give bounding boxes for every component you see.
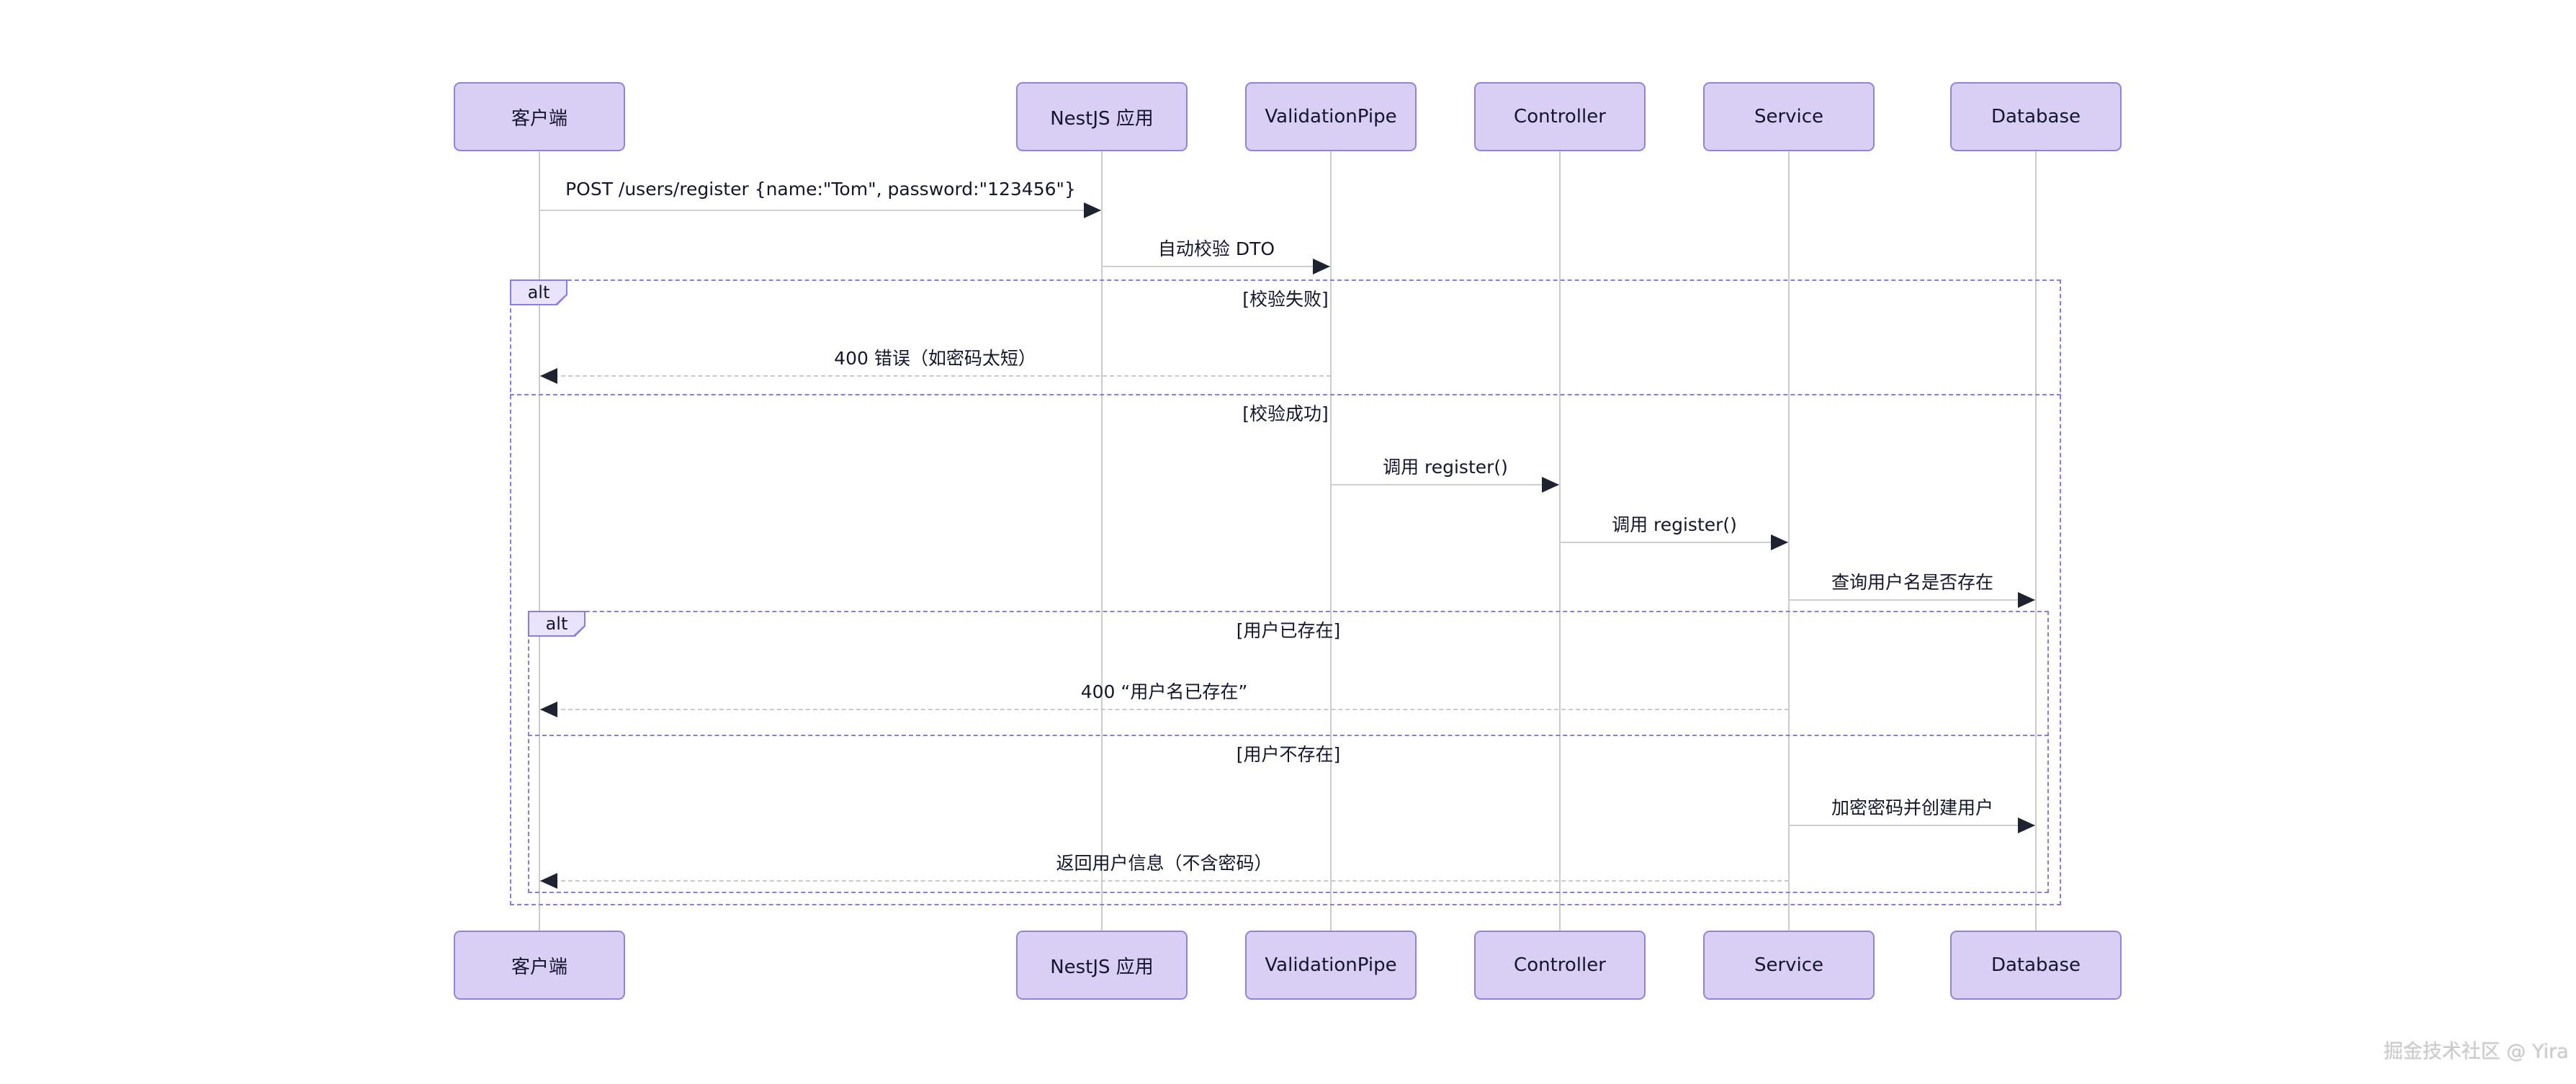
- alt-frame-label-box: alt: [511, 281, 566, 304]
- message-arrowhead-7: [2018, 818, 2035, 833]
- participant-box-top-3: Controller: [1474, 82, 1646, 151]
- participant-label: NestJS 应用: [1050, 107, 1154, 130]
- message-arrowhead-2: [540, 368, 557, 384]
- alt-frame-label-0: alt: [510, 279, 567, 305]
- alt-section-divider: [528, 735, 2049, 736]
- participant-label: NestJS 应用: [1050, 956, 1154, 978]
- alt-frame-label-text: alt: [545, 614, 568, 634]
- message-text-6: 400 “用户名已存在”: [1080, 681, 1248, 702]
- message-text-1: 自动校验 DTO: [1157, 238, 1275, 259]
- participant-label: Controller: [1514, 954, 1606, 976]
- message-arrowhead-5: [2018, 592, 2035, 608]
- participant-box-bottom-2: ValidationPipe: [1245, 931, 1417, 1000]
- message-arrowhead-4: [1771, 534, 1788, 550]
- alt-frame-0: [510, 279, 2061, 905]
- participant-label: 客户端: [511, 107, 567, 130]
- participant-label: 客户端: [511, 956, 567, 978]
- participant-label: Service: [1754, 106, 1824, 127]
- participant-box-top-2: ValidationPipe: [1245, 82, 1417, 151]
- participant-box-bottom-5: Database: [1950, 931, 2122, 1000]
- message-text-0: POST /users/register {name:"Tom", passwo…: [565, 179, 1076, 200]
- participant-box-top-4: Service: [1703, 82, 1875, 151]
- lifeline-0: [539, 151, 540, 931]
- alt-frame-label-text: alt: [527, 282, 550, 303]
- alt-condition-label: [用户已存在]: [1236, 620, 1341, 641]
- participant-box-bottom-3: Controller: [1474, 931, 1646, 1000]
- participant-box-top-1: NestJS 应用: [1016, 82, 1188, 151]
- alt-section-divider: [510, 394, 2061, 395]
- message-line-6: [539, 709, 1789, 710]
- participant-label: ValidationPipe: [1265, 954, 1397, 976]
- message-text-7: 加密密码并创建用户: [1831, 797, 1994, 818]
- message-line-1: [1102, 266, 1331, 267]
- message-line-0: [539, 210, 1102, 211]
- participant-label: Database: [1991, 106, 2081, 127]
- alt-frame-label-1: alt: [528, 611, 585, 637]
- alt-condition-label: [校验失败]: [1242, 289, 1329, 310]
- alt-condition-label: [校验成功]: [1242, 403, 1329, 424]
- message-line-5: [1789, 599, 2036, 601]
- lifeline-1: [1101, 151, 1103, 931]
- lifeline-5: [2035, 151, 2037, 931]
- message-text-5: 查询用户名是否存在: [1831, 572, 1994, 593]
- alt-frame-1: [528, 611, 2049, 893]
- alt-condition-label: [用户不存在]: [1236, 744, 1341, 765]
- participant-box-bottom-4: Service: [1703, 931, 1875, 1000]
- message-arrowhead-3: [1542, 477, 1559, 493]
- message-text-4: 调用 register(): [1612, 514, 1737, 535]
- participant-label: Service: [1754, 954, 1824, 976]
- message-text-8: 返回用户信息（不含密码）: [1056, 853, 1273, 874]
- participant-box-bottom-1: NestJS 应用: [1016, 931, 1188, 1000]
- message-line-2: [539, 375, 1331, 377]
- message-line-3: [1331, 484, 1560, 485]
- message-line-7: [1789, 825, 2036, 826]
- participant-box-bottom-0: 客户端: [454, 931, 625, 1000]
- message-arrowhead-6: [540, 702, 557, 717]
- message-text-2: 400 错误（如密码太短）: [834, 348, 1036, 369]
- message-arrowhead-8: [540, 873, 557, 889]
- message-line-8: [539, 880, 1789, 882]
- lifeline-3: [1559, 151, 1561, 931]
- message-arrowhead-0: [1084, 202, 1101, 218]
- participant-label: Controller: [1514, 106, 1606, 127]
- participant-box-top-5: Database: [1950, 82, 2122, 151]
- participant-label: ValidationPipe: [1265, 106, 1397, 127]
- message-text-3: 调用 register(): [1383, 457, 1508, 478]
- participant-label: Database: [1991, 954, 2081, 976]
- lifeline-2: [1330, 151, 1332, 931]
- alt-frame-label-box: alt: [529, 612, 584, 635]
- watermark: 掘金技术社区 @ Yira: [2384, 1041, 2569, 1063]
- participant-box-top-0: 客户端: [454, 82, 625, 151]
- message-line-4: [1560, 542, 1789, 543]
- lifeline-4: [1788, 151, 1790, 931]
- message-arrowhead-1: [1313, 259, 1330, 274]
